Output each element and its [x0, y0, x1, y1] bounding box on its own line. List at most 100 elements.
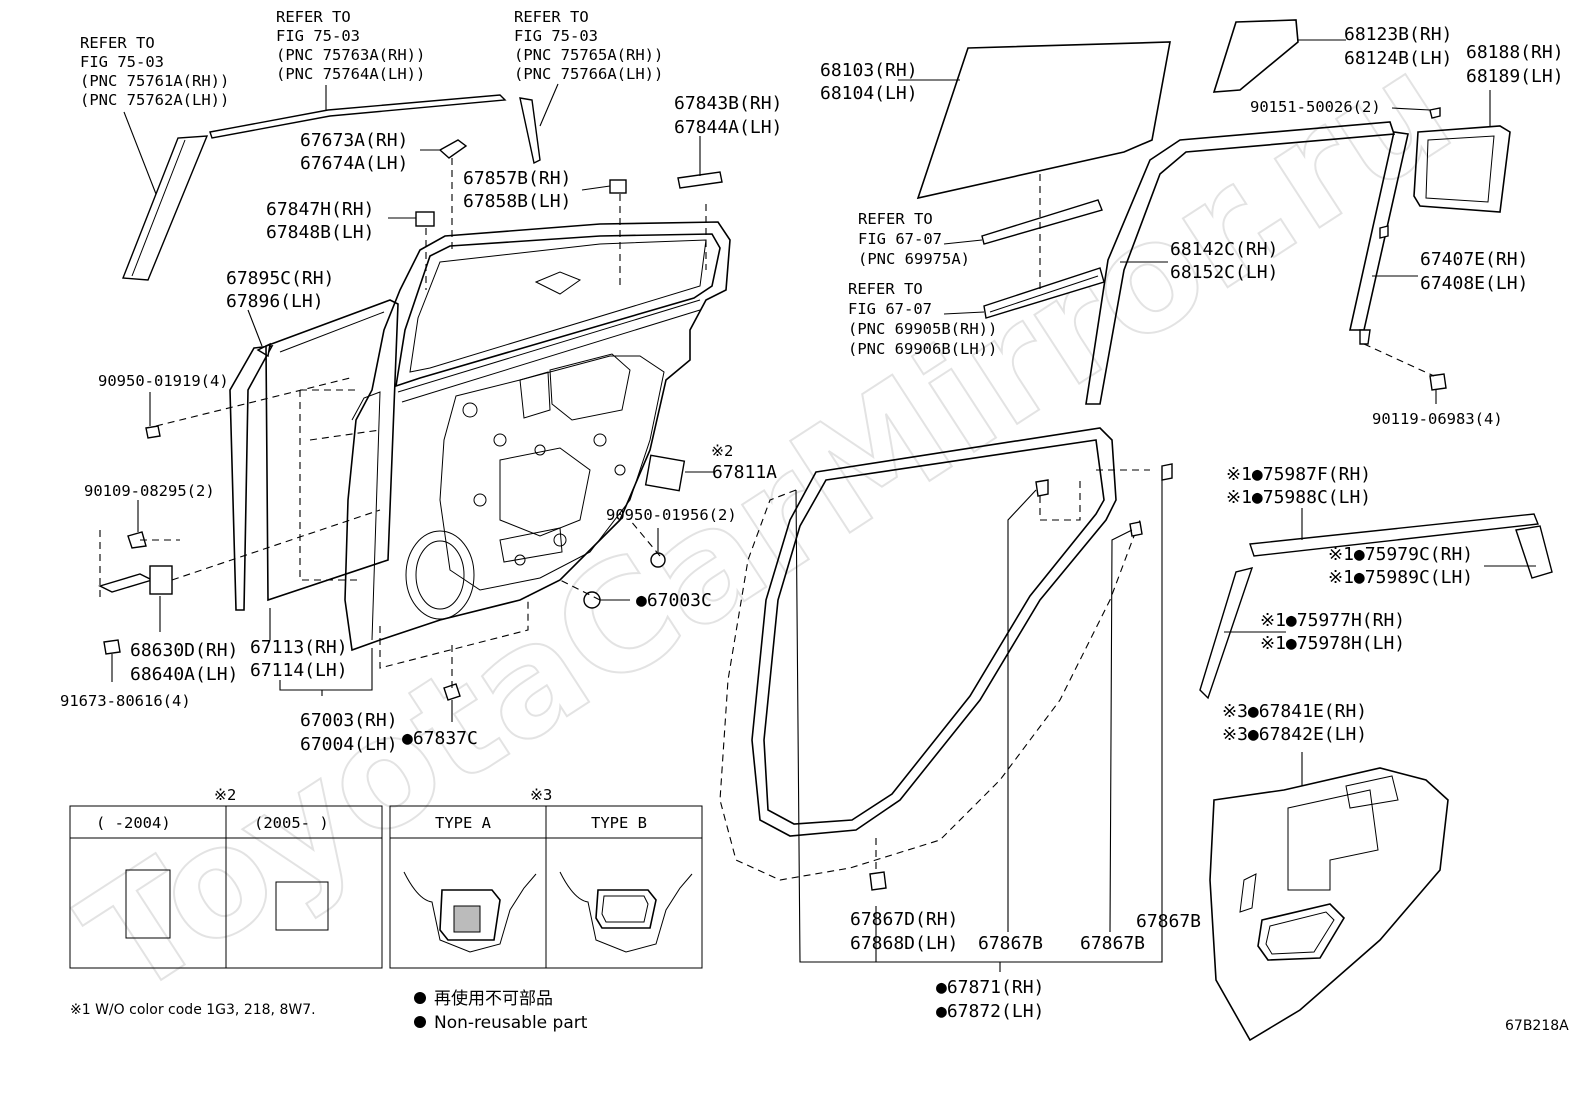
table3-mark: ※3	[530, 786, 552, 804]
glass-run-67895	[229, 345, 274, 611]
trim-67843	[677, 171, 723, 189]
label-67872: ●67872(LH)	[936, 1001, 1044, 1022]
type-b-shape	[559, 871, 693, 953]
diagram-code: 67B218A	[1505, 1018, 1569, 1034]
label-refer-b-4: (PNC 75764A(LH))	[276, 65, 425, 83]
label-67867b-1: 67867B	[978, 933, 1043, 954]
note-table-3: ※3 TYPE A TYPE B	[389, 786, 703, 969]
label-67407e: 67407E(RH)	[1420, 249, 1528, 270]
label-67843b: 67843B(RH)	[674, 93, 782, 114]
label-67896: 67896(LH)	[226, 291, 324, 312]
clip-67867b-1	[1035, 479, 1049, 497]
screw-90151	[1429, 107, 1441, 119]
left-leaders	[111, 83, 714, 722]
weatherstrip-clip-guides	[719, 489, 1141, 881]
right-leaders	[795, 39, 1536, 972]
label-67004: 67004(LH)	[300, 734, 398, 755]
label-67674a: 67674A(LH)	[300, 153, 408, 174]
label-refer-b-3: (PNC 75763A(RH))	[276, 46, 425, 64]
speaker-opening	[405, 530, 475, 620]
label-refer-d-3: (PNC 69975A)	[858, 250, 970, 268]
label-90950-01956: 90950-01956(2)	[606, 506, 737, 524]
table2-mark: ※2	[214, 786, 236, 804]
label-67841e: ※3●67841E(RH)	[1222, 701, 1367, 722]
legend-jp: 再使用不可部品	[434, 988, 553, 1009]
label-68142c: 68142C(RH)	[1170, 239, 1278, 260]
door-weatherstrip-67871	[751, 427, 1117, 837]
quarter-glass-68123	[1212, 19, 1299, 93]
label-67842e: ※3●67842E(LH)	[1222, 724, 1367, 745]
door-check-68630	[98, 573, 154, 593]
label-68152c: 68152C(LH)	[1170, 262, 1278, 283]
door-panel-outline	[344, 221, 731, 652]
label-75989c: ※1●75989C(LH)	[1328, 567, 1473, 588]
quarter-window-68188	[1413, 125, 1511, 213]
hole-cover-67811	[644, 454, 686, 492]
label-67003: 67003(RH)	[300, 710, 398, 731]
label-68189: 68189(LH)	[1466, 66, 1564, 87]
door-trim-67841	[1209, 767, 1449, 1042]
weatherstrip-bracket	[795, 480, 1163, 963]
table3-col2: TYPE B	[591, 814, 647, 832]
label-67003c: ●67003C	[636, 590, 712, 611]
clip-67847	[415, 211, 435, 227]
door-assembly-drawing	[98, 94, 731, 701]
pillar-garnish-front	[122, 135, 209, 281]
label-refer-c-2: FIG 75-03	[514, 27, 598, 45]
label-68630d: 68630D(RH)	[130, 640, 238, 661]
right-parts-drawing	[719, 19, 1553, 1042]
left-labels: REFER TO FIG 75-03 (PNC 75761A(RH)) (PNC…	[60, 8, 782, 755]
label-refer-b-2: FIG 75-03	[276, 27, 360, 45]
cover-shape-late	[275, 881, 329, 931]
label-75979c: ※1●75979C(RH)	[1328, 544, 1473, 565]
cover-shape-early	[125, 869, 171, 939]
label-68640a: 68640A(LH)	[130, 664, 238, 685]
label-90950-01919: 90950-01919(4)	[98, 372, 229, 390]
legend-en: Non-reusable part	[434, 1013, 588, 1033]
label-refer-a-4: (PNC 75762A(LH))	[80, 91, 229, 109]
note-table-2: ※2 ( -2004) (2005- )	[69, 786, 383, 969]
moulding-75977	[1199, 567, 1254, 700]
label-67858b: 67858B(LH)	[463, 191, 571, 212]
label-67867b-3: 67867B	[1136, 911, 1201, 932]
screw-90119	[1429, 373, 1447, 391]
clip-67867d	[869, 871, 887, 891]
watermark: ToyotaCarMirror.ru	[55, 20, 1480, 1030]
label-refer-d-2: FIG 67-07	[858, 230, 942, 248]
door-check-body	[149, 565, 173, 595]
label-67868d: 67868D(LH)	[850, 933, 958, 954]
label-68123b: 68123B(RH)	[1344, 24, 1452, 45]
label-refer-a-1: REFER TO	[80, 34, 155, 52]
label-refer-c-3: (PNC 75765A(RH))	[514, 46, 663, 64]
clip-90950-01956	[650, 552, 666, 568]
label-68188: 68188(RH)	[1466, 42, 1564, 63]
table2-col1: ( -2004)	[96, 814, 171, 832]
label-67673a: 67673A(RH)	[300, 130, 408, 151]
label-67871: ●67871(RH)	[936, 977, 1044, 998]
clip-67673	[438, 139, 468, 159]
label-90109-08295: 90109-08295(2)	[84, 482, 215, 500]
label-67408e: 67408E(LH)	[1420, 273, 1528, 294]
label-67857b: 67857B(RH)	[463, 168, 571, 189]
label-refer-b-1: REFER TO	[276, 8, 351, 26]
bolt-91673	[103, 639, 121, 655]
label-75988c: ※1●75988C(LH)	[1226, 487, 1371, 508]
clip-67003c	[583, 591, 601, 609]
label-90151-50026: 90151-50026(2)	[1250, 98, 1381, 116]
belt-strip-inner	[981, 199, 1103, 245]
label-refer-e-2: FIG 67-07	[848, 300, 932, 318]
label-refer-e-4: (PNC 69906B(LH))	[848, 340, 997, 358]
label-67895c: 67895C(RH)	[226, 268, 334, 289]
label-68104: 68104(LH)	[820, 83, 918, 104]
label-refer-e-3: (PNC 69905B(RH))	[848, 320, 997, 338]
upper-frame-moulding	[209, 94, 507, 139]
label-refer-a-3: (PNC 75761A(RH))	[80, 72, 229, 90]
label-91673-80616: 91673-80616(4)	[60, 692, 191, 710]
clip-67857	[609, 179, 627, 194]
door-window-frame	[395, 233, 721, 388]
table3-col1: TYPE A	[435, 814, 492, 832]
label-refer-c-1: REFER TO	[514, 8, 589, 26]
bolt-90109	[127, 531, 147, 549]
label-68103: 68103(RH)	[820, 60, 918, 81]
label-75977h: ※1●75977H(RH)	[1260, 610, 1405, 631]
